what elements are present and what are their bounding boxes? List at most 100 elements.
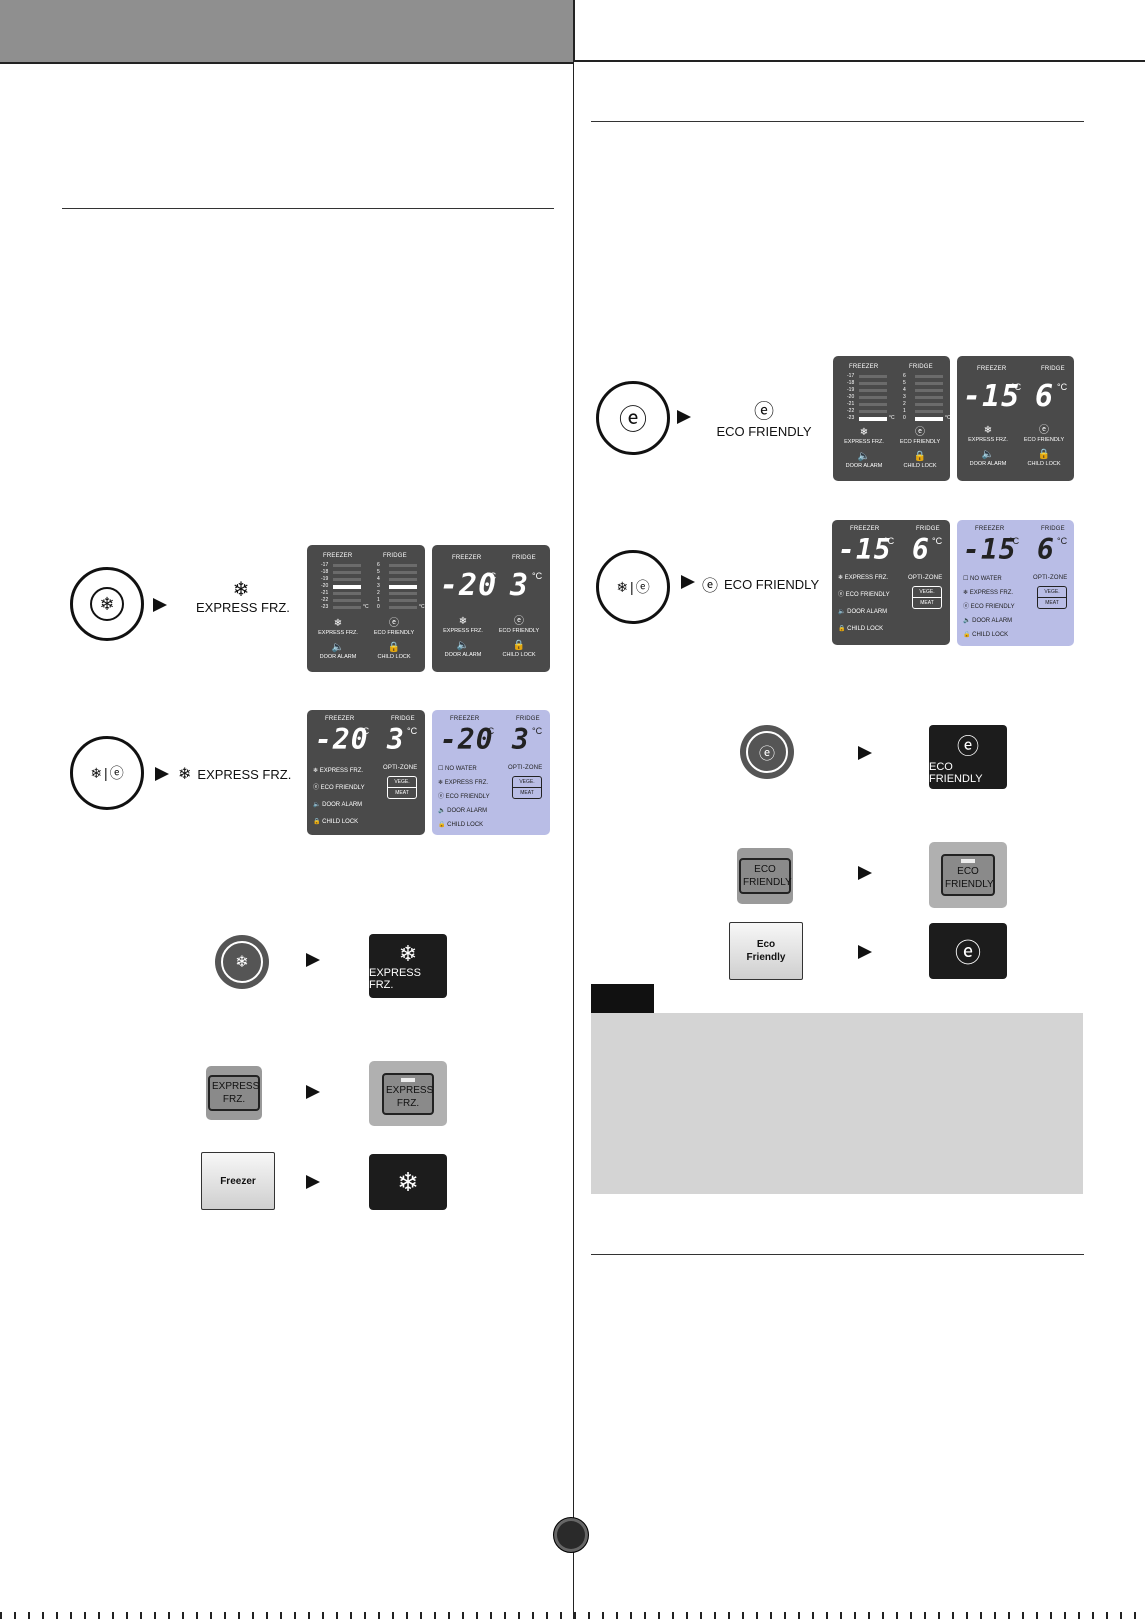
freezer-temperature: -20 bbox=[315, 723, 369, 756]
bar-segment bbox=[915, 375, 943, 378]
bar-row: 6 bbox=[377, 562, 425, 569]
freezer-unit: °C bbox=[486, 571, 497, 581]
bar-segment bbox=[389, 592, 417, 595]
display-panel-bars-eco: FREEZER FRIDGE -17-18-19-20-21-22-23°C 6… bbox=[833, 356, 950, 481]
bar-row: 1 bbox=[377, 597, 425, 604]
bar-row: 0 °C bbox=[903, 415, 950, 422]
bar-label: 4 bbox=[903, 387, 906, 393]
fridge-heading: FRIDGE bbox=[391, 716, 415, 722]
express-frz-dark-label: EXPRESS FRZ. bbox=[369, 967, 421, 991]
arrow-icon bbox=[155, 767, 169, 781]
bar-segment bbox=[859, 403, 887, 406]
fridge-heading: FRIDGE bbox=[383, 553, 407, 559]
child-lock-icon: 🔒CHILD LOCK bbox=[502, 640, 536, 658]
express-eco-combo-button[interactable]: ❄|ⓔ bbox=[596, 550, 670, 624]
bar-label: -21 bbox=[321, 590, 329, 596]
freezer-heading: FREEZER bbox=[450, 716, 480, 722]
arrow-icon bbox=[306, 1085, 320, 1099]
eco-friendly-ring-control[interactable]: ⓔ bbox=[740, 725, 794, 779]
freezer-unit: °C bbox=[884, 536, 895, 546]
eco-friendly-lit-icon: ⓔ bbox=[929, 923, 1007, 979]
snowflake-icon: ❄ bbox=[90, 764, 103, 781]
freezer-white-button[interactable]: Freezer bbox=[201, 1152, 275, 1210]
indicator-list: ☐ NO WATER ❄ EXPRESS FRZ. ⓔ ECO FRIENDLY… bbox=[963, 576, 1015, 638]
arrow-icon bbox=[858, 945, 872, 959]
arrow-icon bbox=[306, 953, 320, 967]
fridge-unit: °C bbox=[1057, 382, 1068, 392]
express-eco-combo-button[interactable]: ❄|ⓔ bbox=[70, 736, 144, 810]
freezer-button-label: Freezer bbox=[220, 1175, 256, 1187]
eco-friendly-dark-label: ECO FRIENDLY bbox=[929, 761, 983, 785]
express-frz-ring-control[interactable]: ❄ bbox=[215, 935, 269, 989]
bar-segment bbox=[915, 403, 943, 406]
header-band-left bbox=[0, 0, 573, 64]
bar-label: 0 bbox=[903, 415, 906, 421]
meat-label: MEAT bbox=[520, 790, 534, 796]
bar-segment bbox=[859, 410, 887, 413]
snowflake-icon: ❄ bbox=[232, 579, 250, 601]
bar-segment bbox=[333, 584, 361, 589]
display-panel-bars-express: FREEZER FRIDGE -17-18-19-20-21-22-23°C 6… bbox=[307, 545, 425, 672]
express-frz-combo-indicator: ❄ EXPRESS FRZ. bbox=[178, 764, 291, 784]
snowflake-icon: ❄ bbox=[221, 941, 263, 983]
eco-leaf-icon: ⓔ bbox=[754, 401, 774, 423]
bar-label: -19 bbox=[847, 387, 855, 393]
bar-row: -21 bbox=[321, 590, 369, 597]
opti-zone-box: VEGE. MEAT bbox=[512, 776, 542, 799]
fridge-temperature: 3 bbox=[510, 568, 530, 603]
note-tab bbox=[591, 984, 654, 1014]
opti-zone-box: VEGE. MEAT bbox=[387, 776, 417, 799]
indicator-list: ☐ NO WATER ❄ EXPRESS FRZ. ⓔ ECO FRIENDLY… bbox=[438, 766, 490, 828]
bar-label: 5 bbox=[903, 380, 906, 386]
fridge-heading: FRIDGE bbox=[1041, 366, 1065, 372]
eco-leaf-icon: ⓔ bbox=[109, 765, 124, 781]
bar-label: 5 bbox=[377, 569, 380, 575]
freezer-heading: FREEZER bbox=[849, 364, 879, 370]
door-alarm-icon: 🔈DOOR ALARM bbox=[444, 640, 482, 658]
freezer-unit: °C bbox=[359, 726, 370, 736]
bar-segment bbox=[915, 382, 943, 385]
bar-segment bbox=[389, 564, 417, 567]
indicator-led bbox=[961, 859, 975, 863]
bar-segment bbox=[333, 599, 361, 602]
arrow-icon bbox=[858, 866, 872, 880]
bar-label: -18 bbox=[847, 380, 855, 386]
section-rule-right-bottom bbox=[591, 1254, 1084, 1255]
snowflake-icon: ❄ bbox=[398, 941, 418, 966]
bar-segment bbox=[915, 410, 943, 413]
eco-friendly-indicator: ⓔ ECO FRIENDLY bbox=[716, 395, 812, 439]
express-frz-combo-label: EXPRESS FRZ. bbox=[197, 766, 292, 782]
fridge-heading: FRIDGE bbox=[512, 555, 536, 561]
bar-label: -23 bbox=[847, 415, 855, 421]
bar-row: 1 bbox=[903, 408, 950, 415]
vege-label: VEGE. bbox=[388, 777, 416, 788]
door-alarm-icon: 🔈DOOR ALARM bbox=[319, 642, 357, 660]
express-frz-round-button[interactable]: ❄ bbox=[70, 567, 144, 641]
freezer-bar-scale: -17-18-19-20-21-22-23°C bbox=[321, 562, 369, 611]
fridge-heading: FRIDGE bbox=[1041, 526, 1065, 532]
section-rule-right-top bbox=[591, 121, 1084, 122]
bar-row: -22 bbox=[321, 597, 369, 604]
freezer-heading: FREEZER bbox=[452, 555, 482, 561]
child-lock-icon: 🔒CHILD LOCK bbox=[903, 451, 937, 469]
bar-label: -22 bbox=[847, 408, 855, 414]
meat-label: MEAT bbox=[395, 790, 409, 796]
bar-unit: °C bbox=[363, 604, 369, 610]
bar-row: -20 bbox=[847, 394, 895, 401]
bar-label: -21 bbox=[847, 401, 855, 407]
fridge-temperature: 6 bbox=[1037, 533, 1055, 566]
bar-label: -17 bbox=[321, 562, 329, 568]
bar-label: -18 bbox=[321, 569, 329, 575]
bar-unit: °C bbox=[945, 415, 950, 421]
freezer-bar-scale: -17-18-19-20-21-22-23°C bbox=[847, 373, 895, 422]
express-frz-indicator-icon: ❄EXPRESS FRZ. bbox=[443, 616, 483, 634]
freezer-unit: °C bbox=[484, 726, 495, 736]
eco-leaf-icon: ⓔ bbox=[954, 937, 981, 968]
arrow-icon bbox=[858, 746, 872, 760]
eco-friendly-round-button[interactable]: ⓔ bbox=[596, 381, 670, 455]
snowflake-icon: ❄ bbox=[178, 766, 192, 783]
